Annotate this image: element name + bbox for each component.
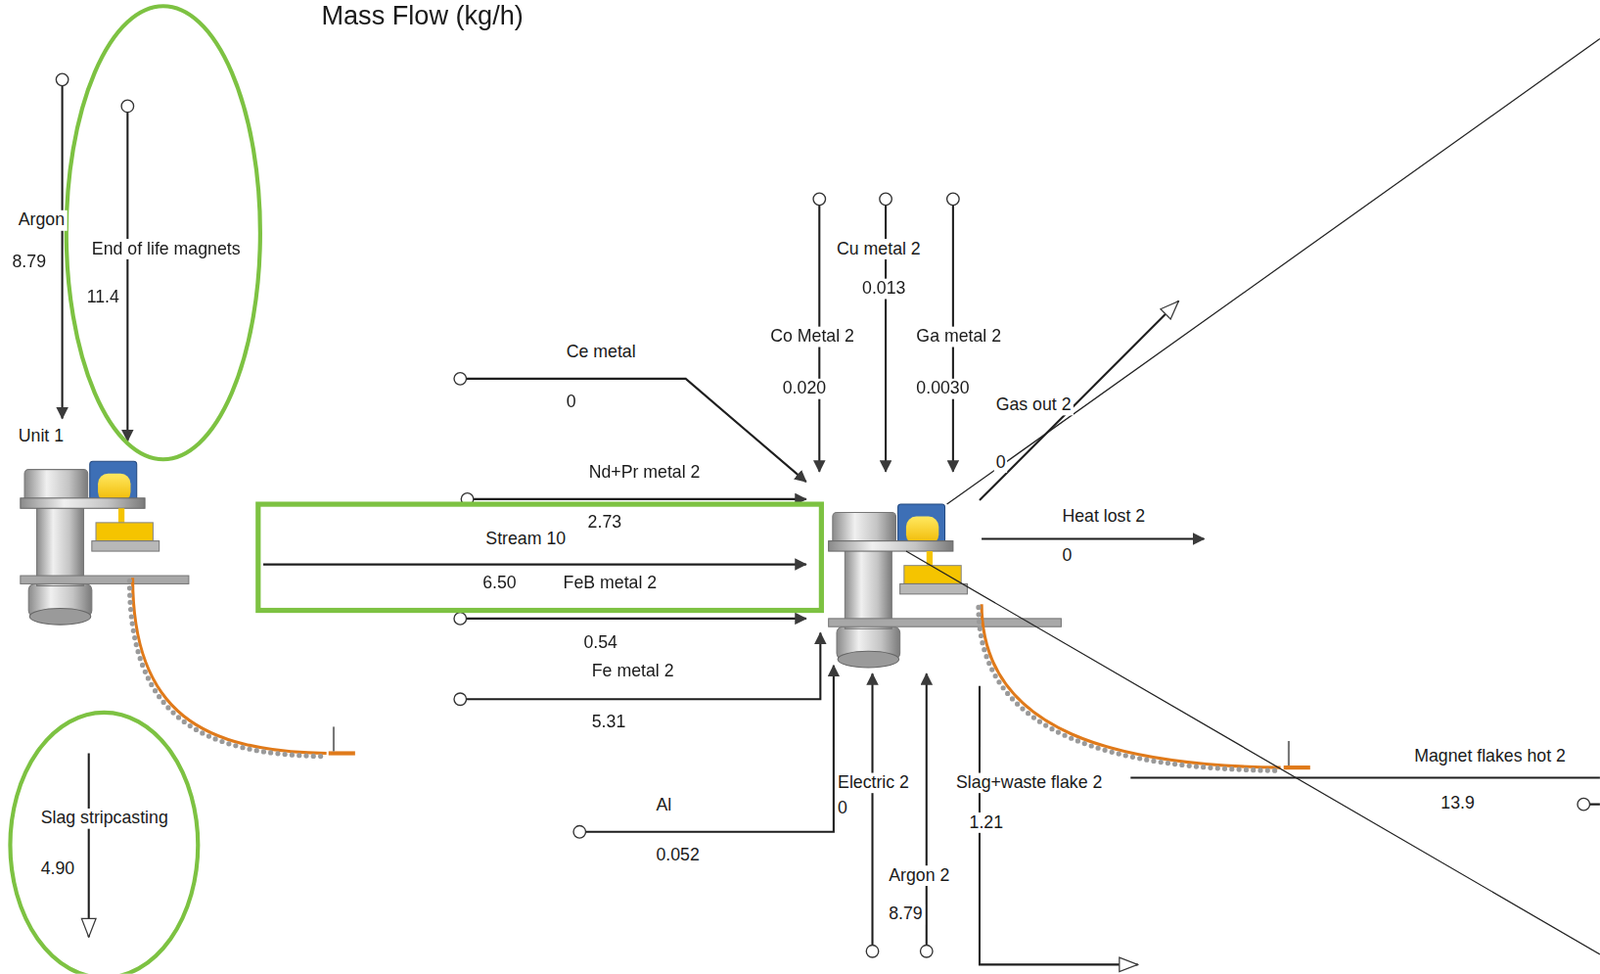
collector-tray	[1283, 765, 1311, 770]
diagram-title: Mass Flow (kg/h)	[320, 0, 523, 31]
base-foot	[29, 607, 92, 625]
stream-line	[981, 538, 1204, 541]
leader-line	[906, 550, 1600, 955]
stream-source	[947, 192, 960, 206]
stream-line	[61, 86, 64, 419]
stream-label: Stream 10	[483, 528, 568, 549]
column	[844, 545, 892, 630]
stream-label: 0	[994, 452, 1008, 473]
stream-line	[870, 673, 873, 952]
stream-label: 0.013	[860, 278, 909, 300]
stream-label: 4.90	[39, 858, 78, 879]
stream-line	[88, 753, 91, 938]
stream-line	[459, 632, 821, 699]
feed-tube	[20, 498, 145, 508]
stream-label: Nd+Pr metal 2	[587, 461, 703, 483]
unit-2-furnace	[828, 503, 1062, 668]
stream-label: Argon	[16, 210, 67, 231]
stream-line	[979, 301, 1179, 501]
stream-label: 6.50	[480, 572, 519, 594]
unit-label: Unit 1	[16, 426, 66, 448]
highlight-ellipse	[66, 5, 261, 459]
strip-chain-1	[133, 577, 327, 753]
streams	[55, 73, 1600, 964]
cutter	[332, 726, 335, 751]
stream-label: FeB metal 2	[560, 572, 659, 594]
stream-line	[459, 617, 806, 620]
stream-label: 8.79	[886, 904, 925, 925]
stream-line	[579, 665, 834, 832]
stream-line	[126, 112, 129, 442]
stream-label: Fe metal 2	[590, 661, 677, 683]
stream-label: 11.4	[85, 286, 122, 308]
stream-source	[879, 192, 893, 206]
base-foot	[837, 650, 900, 668]
stream-source	[121, 99, 135, 113]
stream-source	[454, 692, 467, 706]
stream-label: Magnet flakes hot 2	[1412, 745, 1568, 767]
stream-source	[813, 192, 826, 206]
stream-label: Cu metal 2	[834, 238, 923, 260]
stream-label: 0	[564, 391, 579, 412]
strip-chain-1-beads	[129, 580, 323, 756]
stream-label: 1.21	[966, 812, 1006, 833]
stream-label: 0.0030	[914, 378, 971, 400]
stream-line	[1130, 776, 1600, 778]
stream-label: 13.9	[1438, 792, 1477, 814]
tundish-frame	[900, 583, 968, 594]
top-cylinder	[832, 511, 897, 545]
stream-label: 0.54	[581, 632, 620, 653]
stream-label: End of life magnets	[90, 238, 243, 260]
tundish	[95, 522, 153, 542]
stream-label: 0	[835, 797, 850, 819]
stream-source	[1577, 797, 1591, 811]
strip-chain-2-beads	[978, 606, 1279, 771]
stream-label: 5.31	[590, 712, 629, 733]
platform	[828, 618, 1062, 627]
stream-line	[263, 563, 807, 566]
stream-source	[920, 945, 934, 959]
stream-label: Slag stripcasting	[39, 808, 171, 829]
unit-node: Unit 1	[16, 426, 192, 637]
stream-label: 0	[1059, 546, 1074, 567]
collector-tray	[328, 750, 356, 755]
stream-label: 0.052	[653, 844, 702, 866]
tundish	[904, 565, 961, 585]
cutter	[1287, 740, 1290, 766]
unit-1-furnace	[20, 460, 189, 625]
stream-label: Slag+waste flake 2	[954, 772, 1104, 793]
stream-label: 0.020	[780, 378, 829, 400]
platform	[20, 575, 189, 584]
stream-line	[925, 673, 928, 952]
stream-source	[573, 825, 587, 839]
stream-label: 8.79	[9, 252, 48, 274]
stream-label: Ce metal	[564, 341, 639, 363]
stream-label: Argon 2	[886, 865, 952, 886]
leader-line	[947, 39, 1600, 504]
stream-label: Co Metal 2	[768, 326, 857, 348]
stream-source	[454, 612, 467, 626]
stream-line	[467, 498, 807, 501]
stream-label: Al	[653, 794, 674, 816]
stream-label: Gas out 2	[994, 395, 1074, 416]
stream-source	[55, 73, 69, 87]
stream-source	[454, 372, 467, 386]
column	[37, 502, 85, 587]
stream-label: Heat lost 2	[1059, 505, 1147, 527]
tundish-frame	[91, 541, 160, 551]
stream-line	[1590, 803, 1600, 806]
stream-label: Ga metal 2	[914, 326, 1004, 348]
feed-tube	[828, 541, 954, 551]
stream-source	[866, 945, 879, 959]
stream-label: Electric 2	[835, 772, 912, 793]
top-cylinder	[24, 469, 89, 503]
highlight-ellipse	[9, 712, 198, 974]
stream-label: 2.73	[586, 511, 625, 533]
highlight-rect	[258, 503, 823, 610]
